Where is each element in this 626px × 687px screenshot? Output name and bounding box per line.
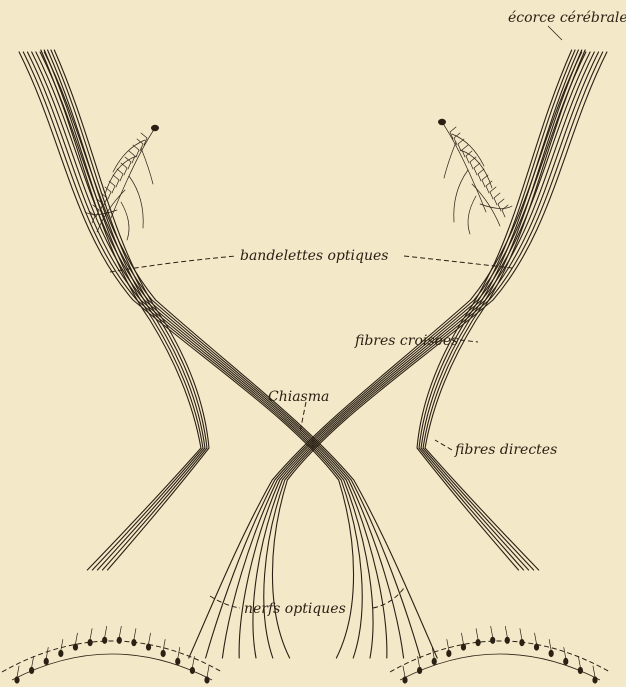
- direct-fiber: [423, 50, 582, 570]
- cell-process: [75, 633, 77, 644]
- retina-cell: [563, 658, 568, 665]
- retina-cell: [534, 643, 539, 650]
- cell-process: [461, 633, 463, 644]
- label-cortex: écorce cérébrale: [508, 10, 626, 26]
- retina-cell: [73, 643, 78, 650]
- dendrite: [121, 202, 129, 240]
- dendrite: [480, 204, 512, 209]
- cell-process: [149, 633, 151, 644]
- cell-process: [46, 647, 48, 658]
- retina-cell: [417, 667, 422, 674]
- direct-fiber: [419, 50, 575, 570]
- retina-cell: [461, 643, 466, 650]
- retina-cell: [475, 639, 480, 646]
- crossed-fiber: [189, 52, 582, 658]
- retina-cell: [204, 676, 209, 683]
- crossed-fiber: [44, 52, 437, 658]
- cell-process: [119, 626, 121, 637]
- dendrite: [129, 176, 143, 228]
- cell-process: [61, 639, 63, 650]
- leader-crossed: [460, 340, 478, 342]
- label-chiasma: Chiasma: [268, 389, 329, 405]
- retina-cell: [175, 658, 180, 665]
- cell-process: [90, 629, 92, 640]
- retina-cell: [87, 639, 92, 646]
- cell-process: [505, 626, 507, 637]
- retina-cell: [44, 658, 49, 665]
- dendrite: [454, 170, 468, 222]
- retina-cell: [146, 643, 151, 650]
- cell-process: [535, 633, 537, 644]
- retina-cell: [592, 676, 597, 683]
- crossed-fiber: [23, 52, 362, 658]
- crossed-fiber: [40, 52, 420, 658]
- retina-cell: [117, 637, 122, 644]
- crossed-fiber: [206, 52, 586, 658]
- label-optic-tracts: bandelettes optiques: [240, 248, 388, 264]
- crossed-fiber: [19, 52, 353, 658]
- dendrite: [111, 128, 155, 218]
- direct-fiber: [44, 50, 203, 570]
- retina-cell: [432, 658, 437, 665]
- cell-process: [403, 666, 405, 677]
- retina-cell: [190, 667, 195, 674]
- dendrite: [141, 148, 153, 184]
- label-crossed-fibers: fibres croisées: [354, 333, 458, 349]
- cell-process: [593, 666, 595, 677]
- dendrite-twig: [502, 205, 508, 217]
- retina-cell: [131, 639, 136, 646]
- cell-process: [520, 629, 522, 640]
- leader-cortex: [548, 26, 562, 40]
- cell-process: [476, 629, 478, 640]
- retina-cell: [578, 667, 583, 674]
- retina-cell: [505, 637, 510, 644]
- retina-cell: [402, 676, 407, 683]
- retina-cell: [549, 650, 554, 657]
- retina-arc: [2, 641, 222, 672]
- direct-fiber: [41, 50, 201, 570]
- retina-cell: [490, 637, 495, 644]
- retina-arc: [390, 641, 610, 672]
- retina-cell: [102, 637, 107, 644]
- crossed-fiber: [253, 52, 599, 658]
- cell-process: [134, 629, 136, 640]
- retina-cells: [2, 626, 610, 683]
- cell-process: [105, 626, 107, 637]
- retina-cell: [58, 650, 63, 657]
- cell-process: [192, 656, 194, 667]
- cortical-neurons: [85, 119, 512, 240]
- crossed-fiber: [28, 52, 374, 658]
- label-optic-nerves: nerfs optiques: [244, 601, 346, 617]
- cell-process: [207, 666, 209, 677]
- retina-layer: [12, 654, 212, 680]
- dendrite: [468, 196, 476, 234]
- retina-cell: [446, 650, 451, 657]
- label-direct-fibers: fibres directes: [454, 442, 557, 458]
- cell-process: [578, 656, 580, 667]
- leader-direct: [435, 440, 452, 450]
- cell-process: [163, 639, 165, 650]
- crossed-fiber: [264, 52, 603, 658]
- retina-cell: [14, 676, 19, 683]
- cell-process: [447, 639, 449, 650]
- direct-fiber: [425, 50, 585, 570]
- retina-layer: [400, 654, 600, 680]
- retina-cell: [161, 650, 166, 657]
- crossed-fiber: [272, 52, 606, 658]
- retina-cell: [519, 639, 524, 646]
- cell-process: [32, 656, 34, 667]
- direct-fiber: [51, 50, 207, 570]
- cell-process: [564, 647, 566, 658]
- cell-process: [17, 666, 19, 677]
- dendrite: [444, 142, 456, 178]
- cell-process: [491, 626, 493, 637]
- dendrite: [472, 184, 500, 226]
- cell-process: [549, 639, 551, 650]
- fiber-bundles: [19, 50, 607, 658]
- retina-cell: [29, 667, 34, 674]
- dendrite: [442, 122, 486, 212]
